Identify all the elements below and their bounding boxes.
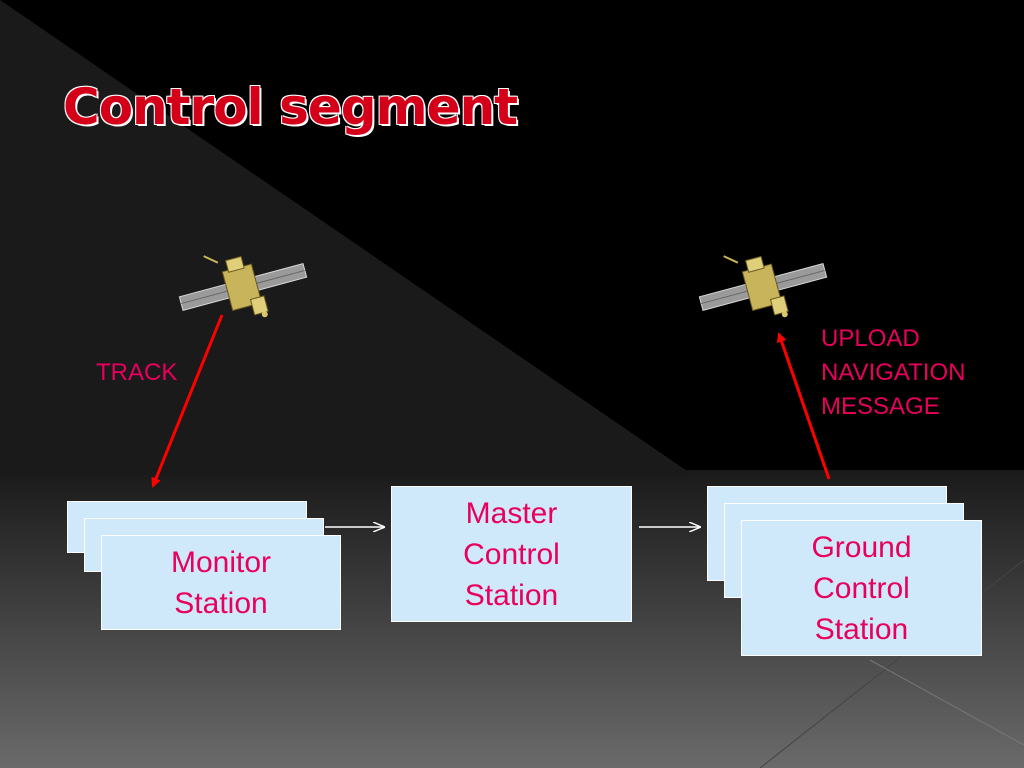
master-line-1: Master: [465, 496, 558, 530]
upload-line-3: MESSAGE: [821, 393, 940, 420]
page-title: Control segment: [63, 78, 518, 136]
ground-line-1: Ground: [811, 530, 912, 564]
master-line-2: Control: [463, 537, 560, 571]
ground-line-2: Control: [813, 571, 910, 605]
monitor-station-box: Monitor Station: [101, 535, 341, 630]
master-control-station-box: Master Control Station: [391, 486, 632, 622]
monitor-station-line-2: Station: [174, 586, 268, 620]
upload-line-2: NAVIGATION: [821, 359, 966, 386]
master-line-3: Station: [464, 578, 559, 612]
upload-line-1: UPLOAD: [821, 325, 920, 352]
ground-control-station-box: Ground Control Station: [741, 520, 982, 656]
upload-navigation-message-label: UPLOAD NAVIGATION MESSAGE: [821, 322, 965, 424]
track-label-text: TRACK: [96, 359, 178, 386]
ground-line-3: Station: [814, 612, 909, 646]
monitor-station-line-1: Monitor: [170, 545, 272, 579]
track-label: TRACK: [96, 356, 177, 390]
